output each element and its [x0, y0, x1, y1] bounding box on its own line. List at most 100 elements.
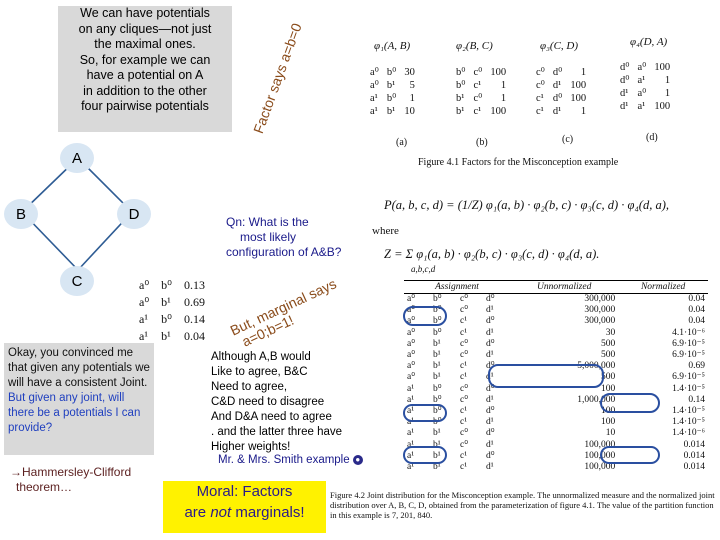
- partition-sum-subscript: a,b,c,d: [411, 264, 436, 274]
- table-cell: 1.4·10⁻⁵: [672, 417, 705, 428]
- joint-probability-formula: P(a, b, c, d) = (1/Z) φ₁(a, b) · φ₂(b, c…: [384, 198, 670, 212]
- table-cell: a¹: [407, 428, 415, 439]
- table-cell: b¹: [433, 361, 441, 372]
- table-cell: c⁰: [460, 305, 469, 316]
- note-line: four pairwise potentials: [81, 99, 209, 113]
- col-header: Normalized: [618, 280, 708, 294]
- table-cell: d⁰: [486, 428, 495, 439]
- link-bubble-icon: ●: [352, 454, 363, 465]
- factor-caption: (b): [476, 137, 488, 148]
- note-line: We can have potentials: [80, 6, 210, 20]
- table-cell: d⁰: [486, 450, 495, 461]
- table-cell: b⁰: [433, 294, 442, 304]
- table-cell: d⁰: [486, 316, 495, 327]
- table-cell: b¹: [433, 462, 441, 473]
- agree-line: Need to agree,: [211, 381, 288, 393]
- table-cell: 100: [601, 383, 616, 394]
- table-cell: b¹: [433, 439, 441, 450]
- table-cell: b¹: [433, 372, 441, 383]
- smith-label: Mr. & Mrs. Smith example: [218, 454, 350, 466]
- factor-title: φ₃(C, D): [540, 40, 579, 52]
- table-cell: c¹: [460, 462, 468, 473]
- highlight-oval: [403, 404, 447, 422]
- table-cell: 500: [601, 350, 616, 361]
- col-header: Unnormalized: [510, 280, 619, 294]
- table-cell: 6.9·10⁻⁵: [672, 372, 705, 383]
- table-cell: a⁰: [407, 327, 416, 338]
- table-cell: a¹: [407, 383, 415, 394]
- agree-line: Higher weights!: [211, 441, 291, 453]
- agree-line: Although A,B would: [211, 351, 311, 363]
- table-cell: 10: [605, 428, 616, 439]
- table-cell: 0.04: [688, 294, 705, 304]
- table-cell: b¹: [433, 450, 441, 461]
- hammersley-clifford-note: →Hammersley-Clifford theorem…: [10, 465, 131, 495]
- table-cell: 100,000: [584, 450, 616, 461]
- table-cell: a⁰: [407, 294, 416, 304]
- node-a[interactable]: A: [60, 143, 94, 173]
- table-cell: c⁰: [460, 394, 469, 405]
- table-cell: a¹: [407, 439, 415, 450]
- moral-box: Moral: Factors are not marginals!: [163, 481, 326, 533]
- table-cell: c¹: [460, 372, 468, 383]
- table-cell: a¹: [407, 462, 415, 473]
- table-cell: d⁰: [486, 383, 495, 394]
- table-cell: d⁰: [486, 294, 495, 304]
- node-c[interactable]: C: [60, 266, 94, 296]
- table-cell: 100,000: [584, 462, 616, 473]
- node-b[interactable]: B: [4, 199, 38, 229]
- highlight-oval: [403, 446, 447, 464]
- table-cell: 0.14: [688, 394, 705, 405]
- note-line: So, for example we can: [79, 52, 211, 67]
- table-cell: 0.014: [683, 462, 705, 473]
- table-cell: 500: [601, 338, 616, 349]
- smith-example-link[interactable]: Mr. & Mrs. Smith example ●: [218, 454, 363, 466]
- figure-4-1-caption: Figure 4.1 Factors for the Misconception…: [418, 157, 619, 168]
- factor-title: φ₄(D, A): [630, 36, 668, 48]
- question-line: most likely: [240, 230, 297, 244]
- table-cell: 1.4·10⁻⁵: [672, 383, 705, 394]
- note-text-black: Okay, you convinced me that given any po…: [8, 347, 150, 389]
- agree-line: And D&A need to agree: [211, 411, 332, 423]
- moral-line: Moral: Factors: [196, 483, 293, 500]
- table-cell: b⁰: [433, 417, 442, 428]
- table-cell: 6.9·10⁻⁵: [672, 350, 705, 361]
- table-cell: 300,000: [584, 305, 616, 316]
- factor-caption: (a): [396, 137, 408, 148]
- marginal-says-annotation: But, marginal says a=0;b=1!: [228, 275, 345, 352]
- agree-line: C&D need to disagree: [211, 396, 325, 408]
- table-cell: b¹: [433, 338, 441, 349]
- table-cell: d¹: [486, 350, 494, 361]
- table-cell: d¹: [486, 394, 494, 405]
- table-cell: 1.4·10⁻⁶: [672, 428, 705, 439]
- table-cell: 300,000: [584, 294, 616, 304]
- hammersley-line: →Hammersley-Clifford: [10, 465, 132, 479]
- hammersley-line: theorem…: [16, 480, 73, 494]
- question-note: Qn: What is the most likely configuratio…: [226, 215, 341, 260]
- table-cell: 6.9·10⁻⁵: [672, 338, 705, 349]
- partition-function-formula: Z = Σ φ₁(a, b) · φ₂(b, c) · φ₃(c, d) · φ…: [384, 247, 600, 261]
- node-d[interactable]: D: [117, 199, 151, 229]
- table-cell: 0.014: [683, 450, 705, 461]
- question-line: Qn: What is the: [226, 215, 309, 229]
- table-cell: 500: [601, 372, 616, 383]
- table-cell: 100,000: [584, 439, 616, 450]
- table-cell: c⁰: [460, 338, 469, 349]
- note-consistent-joint: Okay, you convinced me that given any po…: [4, 343, 154, 455]
- question-line: configuration of A&B?: [226, 245, 342, 259]
- table-cell: d¹: [486, 305, 494, 316]
- note-line: the maximal ones.: [94, 37, 196, 51]
